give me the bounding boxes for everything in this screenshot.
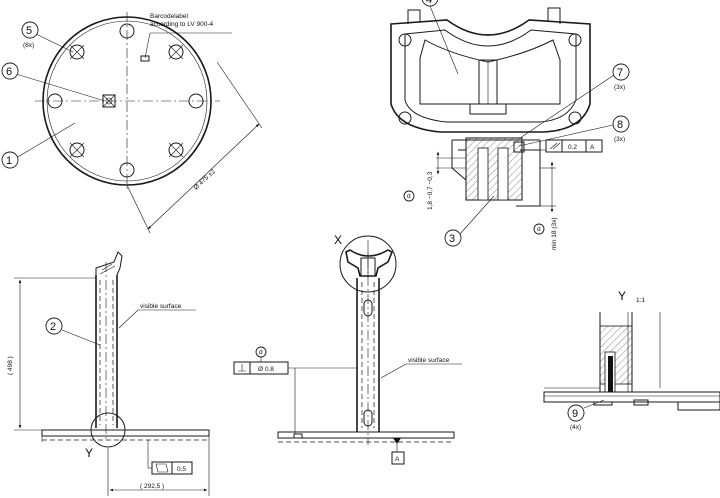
front-elevation: [233, 235, 462, 465]
detail-y-view: [543, 312, 720, 411]
center-fitting: [102, 94, 116, 108]
callout-7: 7 (3x): [519, 63, 630, 139]
diameter-dimension: [126, 61, 263, 234]
callout-9: 9 (4x): [567, 404, 585, 431]
callout-6-number: 6: [6, 66, 12, 78]
callout-3: 3: [444, 195, 495, 247]
callout-3-number: 3: [449, 233, 455, 245]
callout-1: 1: [1, 122, 76, 169]
head-section-view: [390, 7, 603, 213]
barcode-label-marker: [140, 32, 232, 62]
datum-a-label: A: [395, 456, 400, 463]
d-marker-front-text: d: [259, 349, 263, 356]
diameter-dimension-text: Ø 475 ±2: [193, 168, 218, 192]
callout-5-number: 5: [26, 25, 32, 37]
parallel-tolerance-datum: A: [590, 144, 595, 151]
callout-1-number: 1: [6, 155, 12, 167]
d-marker-right: d: [533, 223, 545, 235]
callout-5-qty: (8x): [23, 42, 34, 49]
d-marker-left-text: d: [407, 193, 411, 200]
callout-9-number: 9: [572, 408, 578, 420]
depth-dimension-text: 1,8 −0,7 −0,3: [427, 171, 434, 210]
callout-9-qty: (4x): [570, 424, 581, 431]
width-dimension-text: ( 292,5 ): [140, 483, 164, 490]
callout-8-qty: (3x): [614, 136, 625, 143]
callout-2-number: 2: [50, 321, 56, 333]
visible-surface-label-left: visible surface: [140, 303, 182, 310]
parallel-tolerance-value: 0.2: [568, 144, 577, 151]
flatness-tolerance-value: 0.5: [177, 466, 186, 473]
visible-surface-label-front: visible surface: [408, 357, 450, 364]
callout-8-number: 8: [617, 119, 623, 131]
detail-y-scale: 1:1: [636, 297, 645, 304]
callout-7-number: 7: [617, 67, 623, 79]
min18-dimension-text: min 18 (3x): [551, 217, 558, 250]
callout-6: 6: [1, 62, 106, 102]
callout-5: 5 (8x): [21, 21, 74, 53]
side-elevation: [14, 251, 210, 496]
d-marker-left: d: [403, 190, 415, 202]
callout-7-qty: (3x): [614, 84, 625, 91]
perpendicularity-tolerance-value: Ø 0.8: [258, 366, 274, 373]
detail-y-title: Y: [618, 289, 626, 303]
height-dimension-text: ( 498 ): [7, 356, 14, 375]
callout-4: 4: [421, 0, 459, 75]
mounting-holes: [47, 23, 204, 178]
barcode-label-text-1: Barcodelabel: [150, 13, 188, 20]
base-plan-view: Barcodelabel according to LV 900-4 Ø 475…: [35, 12, 263, 234]
callout-4-number: 4: [426, 0, 432, 6]
detail-x-marker: X: [334, 233, 342, 247]
d-marker-right-text: d: [537, 226, 541, 233]
callout-8: 8 (3x): [518, 115, 630, 147]
barcode-label-text-2: according to LV 900-4: [150, 21, 213, 28]
detail-y-marker-left: Y: [85, 446, 93, 460]
callout-2: 2: [45, 317, 101, 346]
